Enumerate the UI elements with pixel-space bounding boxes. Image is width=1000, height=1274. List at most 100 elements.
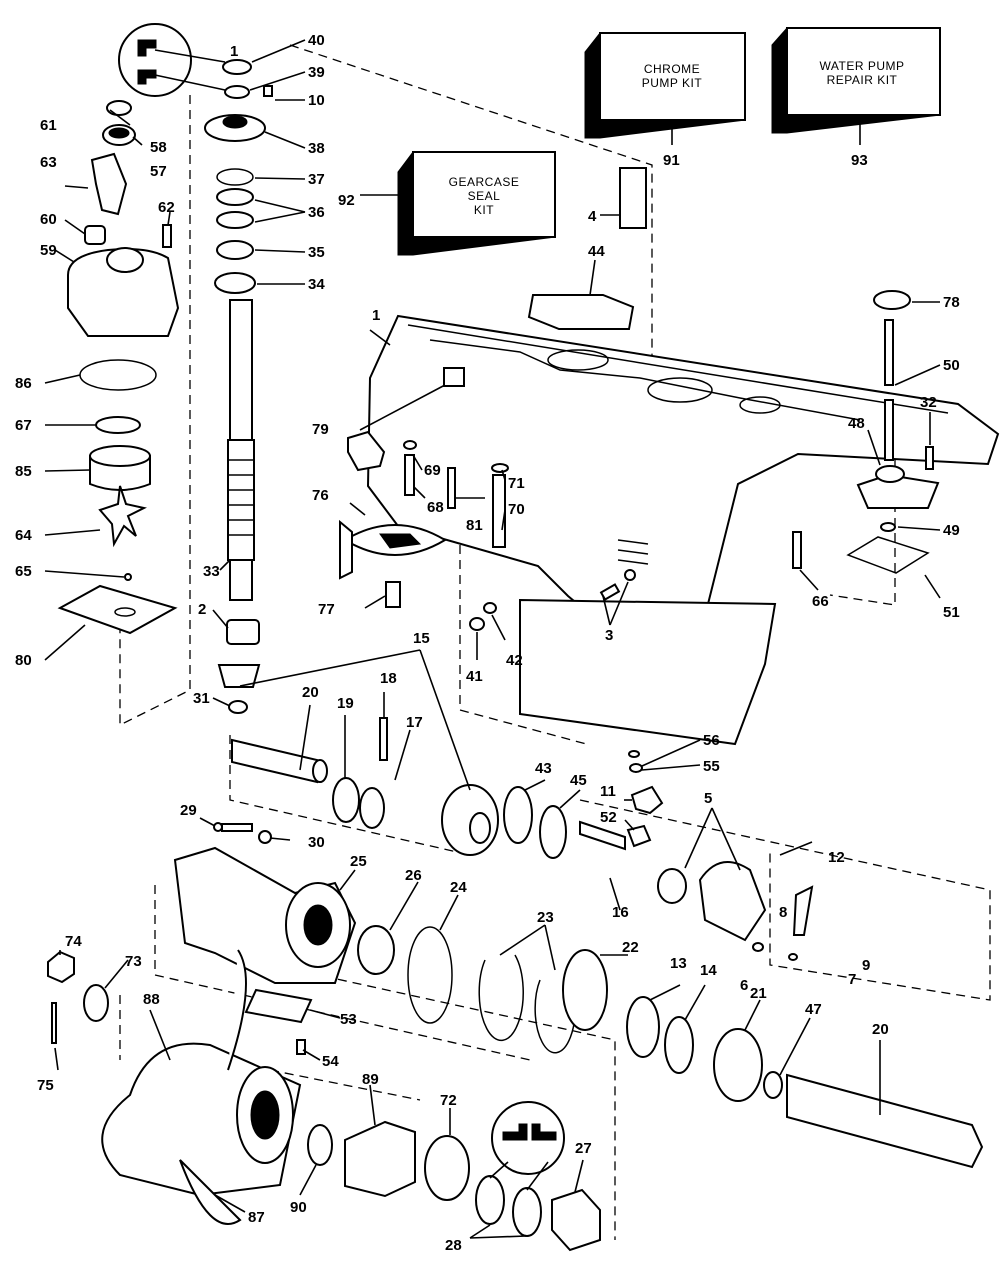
callout-81: 81 bbox=[466, 517, 483, 534]
callout-19: 19 bbox=[337, 695, 354, 712]
callout-26: 26 bbox=[405, 867, 422, 884]
callout-9: 9 bbox=[862, 957, 870, 974]
callout-76: 76 bbox=[312, 487, 329, 504]
callout-93: 93 bbox=[851, 152, 868, 169]
callout-numbers: 1 40 39 10 38 37 36 35 34 61 58 57 63 62… bbox=[15, 32, 960, 1254]
callout-52: 52 bbox=[600, 809, 617, 826]
callout-13: 13 bbox=[670, 955, 687, 972]
gearcase-kit-line2: SEAL bbox=[468, 189, 501, 203]
chrome-pump-kit-line2: PUMP KIT bbox=[642, 76, 703, 90]
water-pump-kit-line2: REPAIR KIT bbox=[827, 73, 898, 87]
callout-6: 6 bbox=[740, 977, 748, 994]
callout-39: 39 bbox=[308, 64, 325, 81]
callout-64: 64 bbox=[15, 527, 32, 544]
callout-25: 25 bbox=[350, 853, 367, 870]
callout-71: 71 bbox=[508, 475, 525, 492]
callout-18: 18 bbox=[380, 670, 397, 687]
callout-89: 89 bbox=[362, 1071, 379, 1088]
callout-56: 56 bbox=[703, 732, 720, 749]
callout-30: 30 bbox=[308, 834, 325, 851]
callout-22: 22 bbox=[622, 939, 639, 956]
gearcase-kit-line3: KIT bbox=[474, 203, 494, 217]
callout-1-housing: 1 bbox=[372, 307, 380, 324]
callout-54: 54 bbox=[322, 1053, 339, 1070]
gearcase-seal-kit-box: GEARCASE SEAL KIT bbox=[397, 151, 556, 256]
driveshaft-stack bbox=[204, 59, 273, 714]
callout-49: 49 bbox=[943, 522, 960, 539]
callout-58: 58 bbox=[150, 139, 167, 156]
callout-11: 11 bbox=[600, 783, 616, 800]
callout-34: 34 bbox=[308, 276, 325, 293]
callout-35: 35 bbox=[308, 244, 325, 261]
callout-91: 91 bbox=[663, 152, 680, 169]
callout-43: 43 bbox=[535, 760, 552, 777]
seal-detail-inset-top bbox=[118, 23, 226, 97]
callout-50: 50 bbox=[943, 357, 960, 374]
chrome-pump-kit-line1: CHROME bbox=[644, 62, 700, 76]
callout-88: 88 bbox=[143, 991, 160, 1008]
callout-85: 85 bbox=[15, 463, 32, 480]
callout-16: 16 bbox=[612, 904, 629, 921]
callout-75: 75 bbox=[37, 1077, 54, 1094]
callout-8: 8 bbox=[779, 904, 787, 921]
callout-32: 32 bbox=[920, 394, 937, 411]
callout-62: 62 bbox=[158, 199, 175, 216]
callout-92: 92 bbox=[338, 192, 355, 209]
bearing-carrier bbox=[173, 846, 984, 1169]
callout-33: 33 bbox=[203, 563, 220, 580]
callout-41: 41 bbox=[466, 668, 483, 685]
callout-53: 53 bbox=[340, 1011, 357, 1028]
leader-lines bbox=[44, 39, 941, 1239]
gear-assembly bbox=[213, 717, 814, 961]
propeller-assembly bbox=[47, 949, 601, 1252]
callout-79: 79 bbox=[312, 421, 329, 438]
callout-20-upper: 20 bbox=[302, 684, 319, 701]
callout-70: 70 bbox=[508, 501, 525, 518]
callout-63: 63 bbox=[40, 154, 57, 171]
callout-23: 23 bbox=[537, 909, 554, 926]
water-pump-kit-line1: WATER PUMP bbox=[820, 59, 905, 73]
callout-55: 55 bbox=[703, 758, 720, 775]
callout-20-lower: 20 bbox=[872, 1021, 889, 1038]
callout-59: 59 bbox=[40, 242, 57, 259]
callout-67: 67 bbox=[15, 417, 32, 434]
callout-24: 24 bbox=[450, 879, 467, 896]
callout-31: 31 bbox=[193, 690, 210, 707]
callout-48: 48 bbox=[848, 415, 865, 432]
shift-parts bbox=[792, 290, 940, 574]
callout-60: 60 bbox=[40, 211, 57, 228]
callout-73: 73 bbox=[125, 953, 142, 970]
callout-86: 86 bbox=[15, 375, 32, 392]
chrome-pump-kit-box: CHROME PUMP KIT bbox=[584, 32, 746, 139]
callout-65: 65 bbox=[15, 563, 32, 580]
callout-45: 45 bbox=[570, 772, 587, 789]
seal-detail-inset-bottom bbox=[491, 1101, 565, 1175]
callout-40: 40 bbox=[308, 32, 325, 49]
callout-74: 74 bbox=[65, 933, 82, 950]
callout-37: 37 bbox=[308, 171, 325, 188]
callout-47: 47 bbox=[805, 1001, 822, 1018]
callout-68: 68 bbox=[427, 499, 444, 516]
callout-29: 29 bbox=[180, 802, 197, 819]
callout-27: 27 bbox=[575, 1140, 592, 1157]
gearcase-kit-line1: GEARCASE bbox=[449, 175, 520, 189]
callout-80: 80 bbox=[15, 652, 32, 669]
water-pump-parts bbox=[57, 100, 180, 635]
callout-12: 12 bbox=[828, 849, 845, 866]
callout-21: 21 bbox=[750, 985, 767, 1002]
callout-42: 42 bbox=[506, 652, 523, 669]
callout-66: 66 bbox=[812, 593, 829, 610]
callout-51: 51 bbox=[943, 604, 960, 621]
callout-72: 72 bbox=[440, 1092, 457, 1109]
callout-15: 15 bbox=[413, 630, 430, 647]
callout-90: 90 bbox=[290, 1199, 307, 1216]
callout-36: 36 bbox=[308, 204, 325, 221]
callout-28: 28 bbox=[445, 1237, 462, 1254]
water-pump-repair-kit-box: WATER PUMP REPAIR KIT bbox=[771, 27, 941, 134]
callout-14: 14 bbox=[700, 962, 717, 979]
callout-57: 57 bbox=[150, 163, 167, 180]
callout-1-seal: 1 bbox=[230, 43, 238, 60]
callout-3: 3 bbox=[605, 627, 613, 644]
callout-87: 87 bbox=[248, 1209, 265, 1226]
